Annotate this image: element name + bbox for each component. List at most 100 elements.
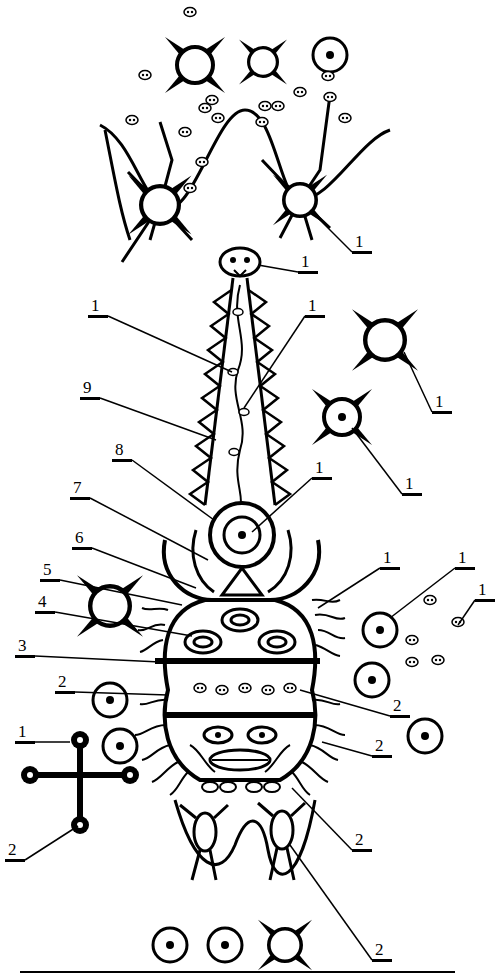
spores-top bbox=[126, 8, 351, 193]
leader-lines bbox=[318, 568, 380, 608]
bottom-neurons bbox=[194, 813, 216, 851]
leader-lines bbox=[35, 741, 70, 743]
mask-figure bbox=[222, 568, 262, 595]
spine bbox=[220, 248, 260, 276]
cross-symbol bbox=[77, 737, 83, 743]
cross-symbol bbox=[71, 731, 89, 749]
mask-figure bbox=[222, 609, 258, 631]
leader-lines bbox=[322, 742, 372, 756]
mask-figure bbox=[268, 637, 286, 647]
mask-figure bbox=[238, 531, 246, 539]
whiskers bbox=[292, 700, 345, 795]
spores-top bbox=[322, 72, 334, 81]
mask-figure bbox=[190, 745, 290, 772]
spores-top bbox=[294, 88, 306, 97]
callout-number: 2 bbox=[390, 696, 410, 718]
top-neurons bbox=[100, 95, 390, 262]
bottom-neurons bbox=[180, 805, 228, 880]
leader-lines bbox=[244, 316, 305, 408]
leader-lines bbox=[35, 656, 160, 662]
cross-symbol bbox=[30, 740, 130, 825]
leader-lines bbox=[75, 692, 168, 695]
mask-spores bbox=[216, 686, 228, 695]
leader-lines bbox=[25, 210, 475, 960]
top-cells bbox=[165, 37, 225, 93]
spores-top bbox=[184, 8, 196, 17]
spine bbox=[233, 309, 243, 316]
mask-figure bbox=[259, 631, 295, 653]
spine bbox=[230, 257, 236, 263]
spores-top bbox=[196, 158, 208, 167]
mask-spores bbox=[194, 684, 206, 693]
bottom-cells bbox=[208, 928, 242, 962]
mask-figure bbox=[231, 615, 249, 625]
callout-number: 1 bbox=[305, 296, 325, 318]
leader-lines bbox=[252, 478, 312, 532]
spine bbox=[247, 278, 275, 505]
top-cells bbox=[239, 40, 287, 85]
mask-figure bbox=[224, 517, 260, 553]
cross-symbol bbox=[77, 822, 83, 828]
callout-number: 1 bbox=[432, 392, 452, 414]
callout-number: 1 bbox=[352, 232, 372, 254]
mask-spores bbox=[262, 686, 274, 695]
whiskers bbox=[135, 600, 345, 795]
mask-figure bbox=[270, 540, 319, 600]
base-line bbox=[20, 971, 455, 973]
mask-figure bbox=[194, 637, 212, 647]
cross-symbol bbox=[21, 766, 39, 784]
spores-top bbox=[339, 114, 351, 123]
spores-top bbox=[126, 116, 138, 125]
cross-symbol bbox=[27, 772, 33, 778]
side-cells bbox=[103, 729, 137, 763]
spores-top bbox=[139, 71, 151, 80]
leader-lines bbox=[25, 826, 78, 860]
bottom-cells bbox=[153, 928, 187, 962]
leader-lines bbox=[290, 845, 372, 960]
side-cells bbox=[93, 683, 127, 717]
spine bbox=[249, 290, 291, 505]
mask-figure bbox=[215, 732, 221, 738]
leader-lines bbox=[404, 352, 432, 412]
callout-number: 1 bbox=[15, 722, 35, 744]
bottom-neurons bbox=[271, 811, 293, 849]
cross-symbol bbox=[127, 772, 133, 778]
top-cells bbox=[273, 175, 327, 225]
whiskers bbox=[312, 600, 345, 656]
side-cells bbox=[363, 613, 397, 647]
callout-number: 6 bbox=[72, 528, 92, 550]
side-cells bbox=[77, 309, 464, 763]
callout-number: 9 bbox=[80, 378, 100, 400]
leader-lines bbox=[90, 498, 208, 560]
leader-lines bbox=[108, 316, 232, 372]
leader-lines bbox=[60, 580, 182, 605]
callout-number: 1 bbox=[402, 474, 422, 496]
leader-lines bbox=[258, 265, 298, 272]
side-cells bbox=[424, 596, 436, 605]
callout-number: 2 bbox=[372, 940, 392, 962]
leader-lines bbox=[132, 460, 214, 520]
side-cells bbox=[355, 663, 389, 697]
bottom-neurons bbox=[258, 803, 305, 880]
spine bbox=[234, 270, 246, 276]
leader-lines bbox=[100, 398, 216, 440]
side-cells bbox=[406, 658, 418, 667]
feet bbox=[220, 782, 236, 792]
top-cells bbox=[129, 176, 192, 235]
feet bbox=[202, 782, 280, 792]
callout-number: 2 bbox=[352, 830, 372, 852]
top-cells bbox=[313, 38, 347, 72]
callout-number: 1 bbox=[88, 296, 108, 318]
leader-lines bbox=[292, 788, 352, 850]
callout-number: 1 bbox=[298, 252, 318, 274]
leader-lines bbox=[352, 428, 402, 494]
callout-number: 2 bbox=[5, 840, 25, 862]
feet bbox=[246, 782, 262, 792]
leader-lines bbox=[310, 210, 352, 252]
spine bbox=[190, 248, 290, 510]
cross-symbol bbox=[71, 816, 89, 834]
top-neurons bbox=[122, 122, 192, 262]
whiskers bbox=[135, 700, 188, 795]
callout-number: 7 bbox=[70, 478, 90, 500]
